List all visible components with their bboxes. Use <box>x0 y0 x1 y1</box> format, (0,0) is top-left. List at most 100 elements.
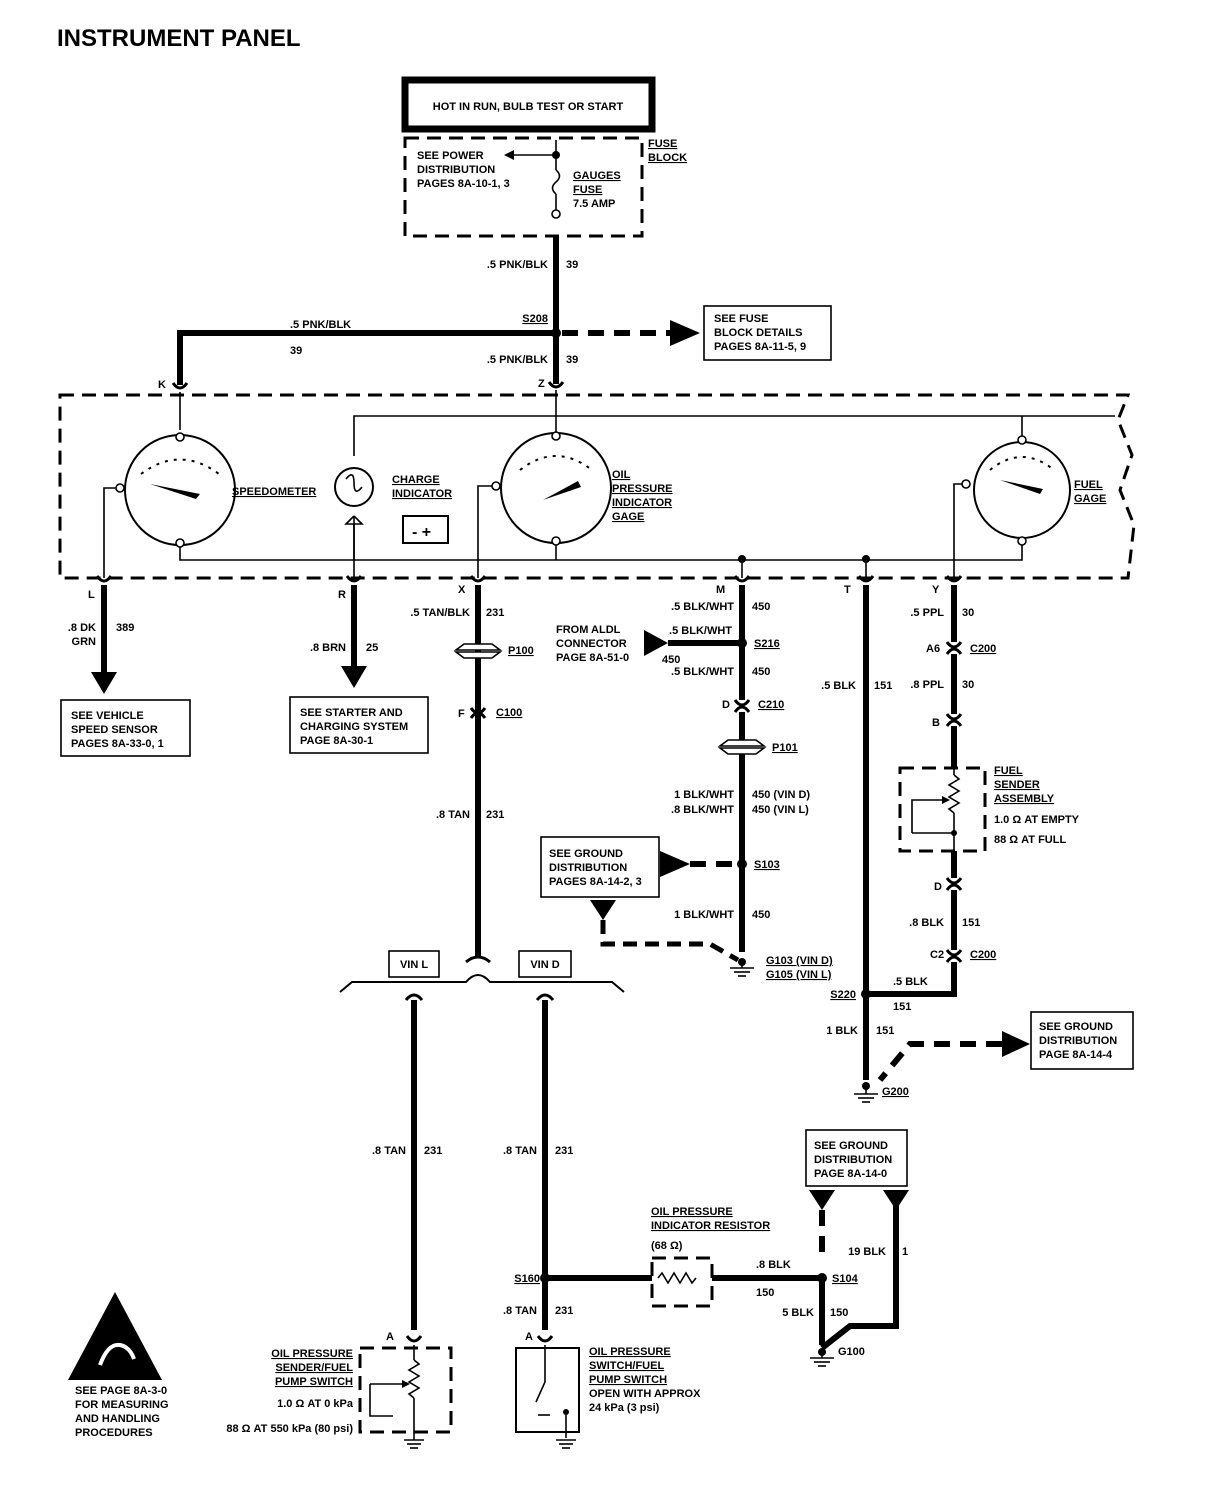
power-dist-arrow <box>504 150 514 160</box>
ground-g200-arrow <box>1002 1031 1030 1057</box>
esd-hand <box>98 1342 136 1366</box>
see-power-1: SEE POWER <box>417 150 484 162</box>
ref-ground-g200-1: SEE GROUND <box>1039 1021 1113 1033</box>
ground-g100 <box>810 1352 834 1367</box>
oil-resistor-label-1: OIL PRESSURE <box>651 1206 733 1218</box>
oil-switch-val-1: OPEN WITH APPROX <box>589 1388 701 1400</box>
speedo-term-top <box>175 432 185 442</box>
wire-450-l-label: .8 BLK/WHT <box>671 804 734 816</box>
wire-151-circuit-b: 151 <box>962 917 980 929</box>
fuel-sender-wiper <box>911 799 944 833</box>
wire-30-circuit-a: 30 <box>962 607 974 619</box>
charge-label-1: CHARGE <box>392 474 440 486</box>
c200-upper-cup <box>945 647 963 655</box>
wire-151-circuit-c: 151 <box>876 1025 894 1037</box>
speedo-term-left <box>115 483 125 493</box>
pin-d-sender: D <box>934 881 942 893</box>
fuse-rating: 7.5 AMP <box>573 198 615 210</box>
s220-label: S220 <box>830 989 856 1001</box>
ref-speed-sensor-3: PAGES 8A-33-0, 1 <box>71 738 164 750</box>
wire-450-label-b: .5 BLK/WHT <box>671 666 734 678</box>
ref-fuse-details-2: BLOCK DETAILS <box>714 327 802 339</box>
fuel-sender-b-cup <box>945 719 963 727</box>
wire-450-d-circuit: 450 (VIN D) <box>752 789 810 801</box>
fuse-block-label-2: BLOCK <box>648 152 687 164</box>
wire-39-circuit: 39 <box>566 259 578 271</box>
fuel-sender-d-cup <box>945 883 963 891</box>
oil-gage-signal-lead <box>477 485 492 578</box>
ground-g100-arrow-right <box>883 1190 909 1210</box>
pin-y: Y <box>932 584 940 596</box>
oil-switch-node <box>563 1409 569 1415</box>
ref-ground-s103-2: DISTRIBUTION <box>549 862 627 874</box>
wire-231-vin-d-circuit: 231 <box>555 1145 573 1157</box>
passthrough-p101 <box>717 739 767 755</box>
fuel-gage-label-2: GAGE <box>1074 493 1106 505</box>
wire-450-l-circuit: 450 (VIN L) <box>752 804 809 816</box>
vin-l-box <box>388 950 440 978</box>
oil-resistor-value: (68 Ω) <box>651 1240 683 1252</box>
ref-ground-g200-3: PAGE 8A-14-4 <box>1039 1049 1113 1061</box>
ref-ground-g100-3: PAGE 8A-14-0 <box>814 1168 887 1180</box>
wire-231-vin-l-circuit: 231 <box>424 1145 442 1157</box>
ref-starter-3: PAGE 8A-30-1 <box>300 735 373 747</box>
ref-fuse-details-1: SEE FUSE <box>714 313 768 325</box>
cluster-ground-bus <box>179 545 742 561</box>
instrument-cluster-outline <box>58 393 1136 580</box>
pin-f: F <box>458 708 465 720</box>
ground-s103-arrow <box>660 851 690 877</box>
aldl-label-3: PAGE 8A-51-0 <box>556 652 629 664</box>
see-power-3: PAGES 8A-10-1, 3 <box>417 178 510 190</box>
oil-gage-term-top <box>551 431 561 441</box>
wire-150-circuit: 150 <box>756 1287 774 1299</box>
oil-switch-val-2: 24 kPa (3 psi) <box>589 1402 660 1414</box>
esd-label-4: PROCEDURES <box>75 1427 153 1439</box>
p101-label: P101 <box>772 742 798 754</box>
wire-ground-dash <box>600 920 740 963</box>
c210-cup-up <box>733 705 751 713</box>
ref-fuse-details-3: PAGES 8A-11-5, 9 <box>714 341 806 353</box>
pin-b: B <box>932 717 940 729</box>
wire-450-aldl-circuit: 450 <box>662 654 680 666</box>
fuse-name-1: GAUGES <box>573 170 621 182</box>
wire-231-vin-l-label: .8 TAN <box>372 1145 406 1157</box>
pin-l: L <box>88 589 95 601</box>
ref-speed-sensor-2: SPEED SENSOR <box>71 724 158 736</box>
fuel-sender-node <box>951 830 957 836</box>
aldl-label-1: FROM ALDL <box>556 624 621 636</box>
vin-l-cup <box>404 993 424 1001</box>
fuse-node <box>552 151 560 159</box>
pin-c2: C2 <box>930 949 944 961</box>
wire-39-label: .5 PNK/BLK <box>487 259 548 271</box>
ref-speed-sensor-box <box>60 699 191 757</box>
ref-starter-1: SEE STARTER AND <box>300 707 403 719</box>
fuel-sender-label-1: FUEL <box>994 765 1023 777</box>
oil-switch-box <box>515 1347 580 1433</box>
ref-ground-g100-2: DISTRIBUTION <box>814 1154 892 1166</box>
oil-sender-resistor <box>407 1359 421 1399</box>
c100-label: C100 <box>496 707 522 719</box>
wire-231-circuit-b: 231 <box>486 809 504 821</box>
pin-k: K <box>158 379 166 391</box>
power-source-box <box>401 76 656 133</box>
oil-gage-needle <box>543 481 581 500</box>
charge-feed <box>353 415 556 456</box>
ref-ground-s103-1: SEE GROUND <box>549 848 623 860</box>
esd-label-3: AND HANDLING <box>75 1413 160 1425</box>
speedometer-needle <box>150 484 200 499</box>
oil-resistor-outline <box>650 1256 714 1308</box>
battery-icon <box>402 515 449 544</box>
cluster-ground-bus-right <box>742 545 1023 561</box>
fuel-gage <box>973 441 1071 539</box>
wire-151-circuit-a: 151 <box>874 680 892 692</box>
ref-ground-g200-box <box>1030 1011 1134 1070</box>
vin-l-label: VIN L <box>400 959 428 971</box>
esd-label-1: SEE PAGE 8A-3-0 <box>75 1385 167 1397</box>
wire-389-arrow <box>91 672 117 694</box>
c200-lower-cup <box>945 955 963 963</box>
s104-label: S104 <box>832 1273 859 1285</box>
wire-25-label: .8 BRN <box>310 642 346 654</box>
wire-g200-ground-ref <box>877 1041 1002 1082</box>
ground-g100-arrow-left <box>809 1190 835 1210</box>
wire-39-z-circuit: 39 <box>566 354 578 366</box>
